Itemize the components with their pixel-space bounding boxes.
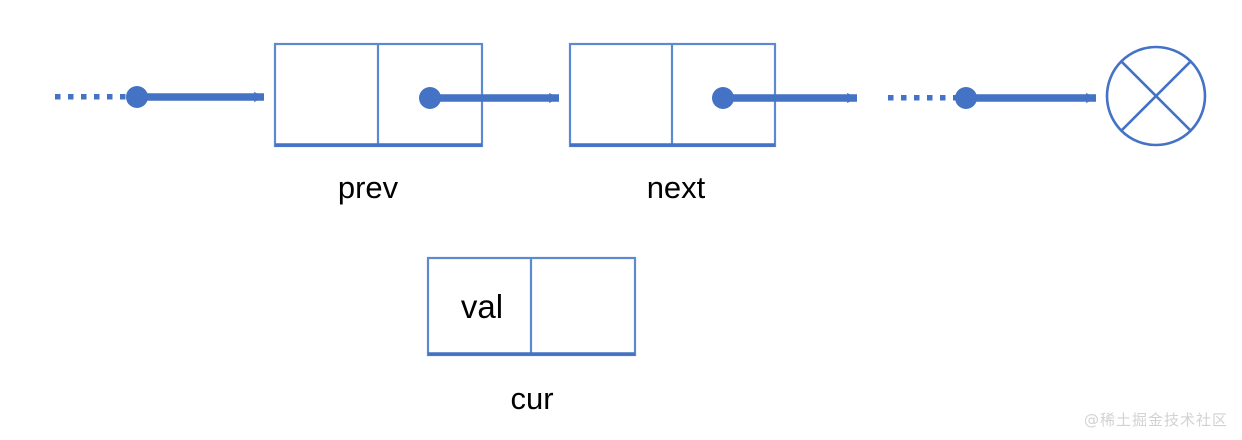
arrow-next-to-ellipsis [712, 87, 858, 109]
arrow-to-null [955, 87, 1097, 109]
node-label-prev: prev [337, 170, 399, 205]
null-circle-x-icon [1105, 45, 1207, 147]
incoming-pointer-dot [126, 86, 148, 108]
arrow-into-prev [126, 86, 265, 108]
arrow-prev-to-next [419, 87, 560, 109]
node-cur [426, 256, 637, 357]
watermark: @稀土掘金技术社区 [1083, 411, 1228, 429]
prev-pointer-dot [419, 87, 441, 109]
right-ellipsis [888, 95, 959, 101]
left-ellipsis [55, 94, 126, 100]
node-label-next: next [646, 170, 706, 205]
cur-value-cell-text: val [460, 288, 504, 325]
tail-pointer-dot [955, 87, 977, 109]
next-pointer-dot [712, 87, 734, 109]
node-label-cur: cur [510, 381, 554, 416]
